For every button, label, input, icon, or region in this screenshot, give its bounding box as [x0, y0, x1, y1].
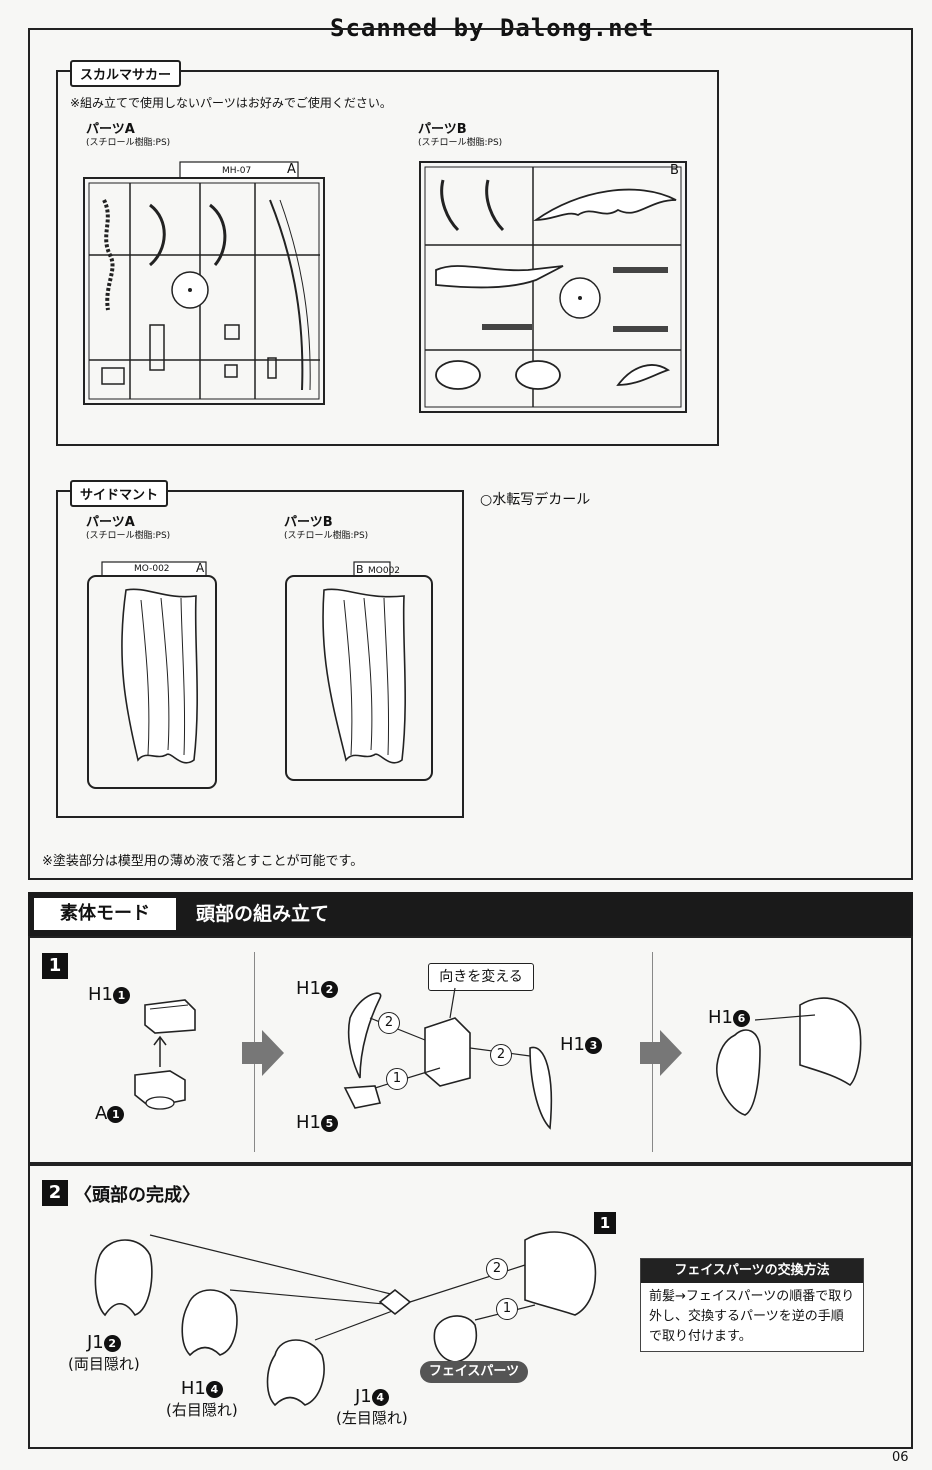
mode-label: 素体モード [34, 898, 176, 930]
section-title: 頭部の組み立て [196, 903, 330, 925]
label-h1-6-code: H1 [708, 1007, 733, 1028]
skull-runner-a-illustration [83, 161, 325, 405]
option-j1-2-desc: (両目隠れ) [68, 1355, 140, 1373]
option-h1-4-desc: (右目隠れ) [166, 1401, 238, 1419]
skull-runner-a-material: (スチロール樹脂:PS) [86, 138, 171, 148]
label-h1-1-num: 1 [113, 986, 130, 1004]
parts-outer-frame [28, 28, 913, 880]
step1-number: 1 [42, 953, 68, 979]
skull-parts-tag: スカルマサカー [70, 60, 182, 87]
skull-runner-b-title: パーツB [418, 122, 467, 137]
step2-box [28, 1164, 913, 1449]
label-h1-2-code: H1 [296, 978, 321, 999]
step2-order-mark-2: 2 [486, 1258, 508, 1280]
label-a-1-num: 1 [107, 1105, 125, 1123]
option-h1-4-num: 4 [205, 1380, 223, 1398]
mantle-runner-a-code: MO-002 [134, 564, 170, 574]
option-j1-2-num: 2 [103, 1334, 121, 1352]
step1-panel1-illustration [134, 999, 196, 1110]
order-mark-2b: 2 [490, 1044, 512, 1066]
mantle-runner-a-title: パーツA [86, 515, 135, 530]
step2-number: 2 [42, 1180, 68, 1206]
step1-panel2-illustration [343, 987, 553, 1130]
skull-parts-box [56, 70, 719, 446]
step1-panel3-illustration [716, 997, 862, 1116]
mantle-runner-b-letter: B [356, 563, 364, 576]
option-j1-4-desc: (左目隠れ) [336, 1409, 408, 1427]
face-swap-info: フェイスパーツの交換方法 前髪→フェイスパーツの順番で取り外し、交換するパーツを… [640, 1258, 864, 1352]
section-header: 素体モード 頭部の組み立て [28, 892, 913, 936]
skull-runner-b-material: (スチロール樹脂:PS) [418, 138, 503, 148]
label-h1-1-code: H1 [88, 984, 113, 1005]
label-a-1-code: A [95, 1103, 108, 1124]
skull-usage-note: ※組み立てで使用しないパーツはお好みでご使用ください。 [70, 96, 392, 110]
step1-arrow-1 [242, 1030, 284, 1076]
label-h1-3-code: H1 [560, 1034, 585, 1055]
rotate-callout: 向きを変える [428, 963, 534, 991]
option-j1-4-code: J1 [354, 1386, 372, 1407]
step1-arrow-2 [640, 1030, 682, 1076]
label-h1-5-code: H1 [296, 1112, 321, 1133]
label-h1-3-num: 3 [585, 1036, 602, 1054]
option-j1-4-num: 4 [371, 1388, 389, 1406]
option-h1-4-code: H1 [180, 1378, 206, 1399]
step2-result-badge: 1 [594, 1212, 616, 1234]
mantle-runner-b-title: パーツB [284, 515, 333, 530]
step2-title: 〈頭部の完成〉 [74, 1185, 200, 1206]
face-parts-pill: フェイスパーツ [420, 1361, 528, 1383]
skull-runner-b-letter: B [670, 163, 679, 178]
option-j1-2-code: J1 [86, 1332, 104, 1353]
mantle-runner-a-illustration [87, 561, 217, 789]
skull-runner-a-code: MH-07 [222, 166, 252, 176]
decal-label: ○水転写デカール [480, 492, 591, 508]
page-number: 06 [892, 1450, 909, 1465]
mantle-parts-box [56, 490, 464, 818]
label-h1-6-num: 6 [733, 1009, 750, 1027]
face-swap-info-title: フェイスパーツの交換方法 [641, 1259, 863, 1283]
mantle-parts-tag: サイドマント [70, 480, 169, 507]
label-h1-2-num: 2 [321, 980, 338, 998]
label-h1-5-num: 5 [321, 1114, 338, 1132]
mantle-runner-b-code: MO002 [368, 566, 401, 576]
mantle-runner-b-material: (スチロール樹脂:PS) [284, 531, 369, 541]
mantle-runner-a-material: (スチロール樹脂:PS) [86, 531, 171, 541]
skull-runner-b-illustration [419, 161, 687, 413]
skull-runner-a-letter: A [287, 162, 296, 177]
step1-box [28, 936, 913, 1164]
step2-order-mark-1: 1 [496, 1298, 518, 1320]
paint-note: ※塗装部分は模型用の薄め液で落とすことが可能です。 [42, 854, 364, 869]
step2-illustration [94, 1231, 597, 1407]
order-mark-2a: 2 [378, 1012, 400, 1034]
order-mark-1: 1 [386, 1068, 408, 1090]
skull-runner-a-title: パーツA [86, 122, 135, 137]
mantle-runner-a-letter: A [196, 561, 205, 575]
face-swap-info-body: 前髪→フェイスパーツの順番で取り外し、交換するパーツを逆の手順で取り付けます。 [649, 1289, 855, 1344]
mantle-runner-b-illustration [285, 561, 433, 781]
